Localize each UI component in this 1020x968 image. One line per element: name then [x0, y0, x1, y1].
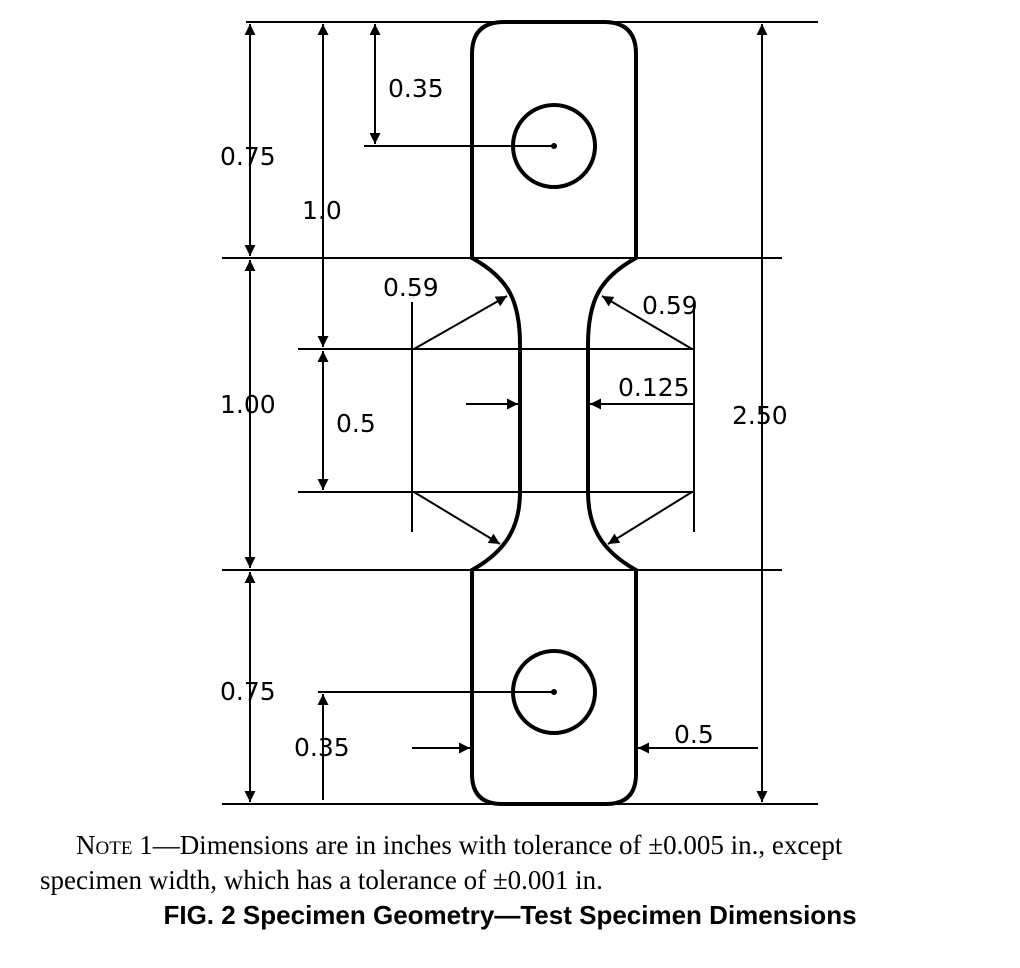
figure-caption: FIG. 2 Specimen Geometry—Test Specimen D… [163, 900, 857, 930]
label-top-tab-length: 0.75 [220, 142, 276, 171]
fillet-radius-ll [413, 491, 501, 545]
note-line-1: —Dimensions are in inches with tolerance… [152, 830, 843, 860]
top-hole [511, 103, 597, 189]
specimen-outline [470, 20, 638, 806]
fillet-radius-lr [607, 491, 693, 545]
label-tab-to-gauge: 1.0 [302, 196, 342, 225]
label-fillet-radius-right: 0.59 [642, 291, 698, 320]
note-label: Note [76, 830, 133, 860]
label-gauge-width: 0.125 [618, 373, 690, 402]
note-number: 1 [139, 830, 153, 860]
label-bottom-hole-offset: 0.35 [294, 733, 350, 762]
label-top-hole-offset: 0.35 [388, 74, 444, 103]
label-overall-length: 2.50 [732, 401, 788, 430]
label-bottom-tab-length: 0.75 [220, 677, 276, 706]
specimen-drawing: 0.35 0.75 1.0 0.59 0.59 0.125 1.00 0.5 2… [220, 20, 818, 806]
top-hole-center [551, 143, 557, 149]
bottom-hole-center [551, 689, 557, 695]
bottom-hole [511, 649, 597, 735]
note-line-2: specimen width, which has a tolerance of… [40, 865, 603, 895]
fillet-radius-ul [413, 295, 508, 350]
label-gauge-length: 0.5 [336, 409, 376, 438]
fillet-radius-ur [601, 295, 693, 350]
label-tab-width: 0.5 [674, 720, 714, 749]
label-middle-length: 1.00 [220, 390, 276, 419]
label-fillet-radius-left: 0.59 [383, 273, 439, 302]
figure-note: Note 1—Dimensions are in inches with tol… [40, 828, 1010, 898]
dimension-arrows [244, 24, 768, 802]
